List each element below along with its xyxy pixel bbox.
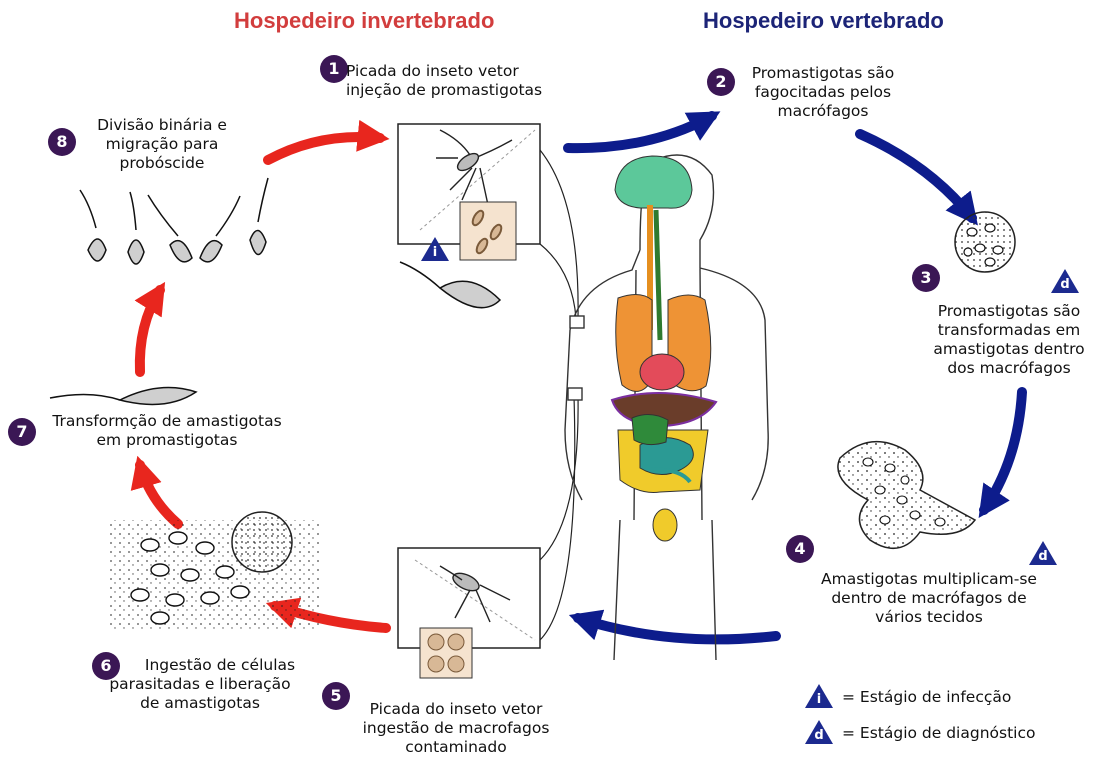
step-8-label: Divisão binária emigração paraprobóscide	[82, 116, 242, 173]
step-2-label: Promastigotas sãofagocitadas pelosmacróf…	[738, 64, 908, 121]
diagnostic-stage-marker-step4: d	[1028, 540, 1058, 566]
step-1-label: Picada do inseto vetorinjeção de promast…	[346, 62, 542, 100]
arrow-7-to-8	[140, 290, 160, 372]
step-2-badge: 2	[707, 68, 735, 96]
promastigote-near-step1	[400, 262, 500, 308]
amastigote-release-step6	[110, 512, 320, 630]
legend-infection-text: = Estágio de infecção	[842, 688, 1011, 706]
header-vertebrate-host: Hospedeiro vertebrado	[703, 8, 944, 34]
arrow-3-to-4	[984, 392, 1022, 510]
step-4-badge: 4	[786, 535, 814, 563]
arrow-1-to-2	[568, 116, 712, 148]
step-8-badge: 8	[48, 128, 76, 156]
arrow-8-to-1	[268, 137, 380, 160]
arrow-4-to-5	[578, 618, 776, 639]
header-invertebrate-host: Hospedeiro invertebrado	[234, 8, 494, 34]
legend-diagnostic-text: = Estágio de diagnóstico	[842, 724, 1035, 742]
step-4-label: Amastigotas multiplicam-sedentro de macr…	[814, 570, 1044, 627]
organs	[612, 156, 716, 541]
step-6-label: Ingestão de células parasitadas e libera…	[80, 656, 320, 713]
step-3-badge: 3	[912, 264, 940, 292]
legend-infection-icon: i	[804, 683, 834, 709]
macrophage-step3	[955, 212, 1015, 272]
promastigotes-step8	[80, 178, 268, 264]
step-7-label: Transformção de amastigotasem promastigo…	[42, 412, 292, 450]
transforming-promastigote-step7	[50, 388, 196, 405]
tissue-macrophages-step4	[838, 442, 975, 549]
arrow-6-to-7	[140, 465, 178, 524]
diagnostic-stage-marker-step3: d	[1050, 268, 1080, 294]
step-1-badge: 1	[320, 55, 348, 83]
step-7-badge: 7	[8, 418, 36, 446]
legend-diagnostic-icon: d	[804, 719, 834, 745]
step-3-label: Promastigotas sãotransformadas em amasti…	[918, 302, 1100, 378]
infection-stage-marker-step1: i	[420, 236, 450, 262]
arrow-2-to-3	[860, 134, 972, 218]
step-5-label: Picada do inseto vetoringestão de macrof…	[342, 700, 570, 757]
sandfly-panel-bottom	[398, 548, 540, 678]
